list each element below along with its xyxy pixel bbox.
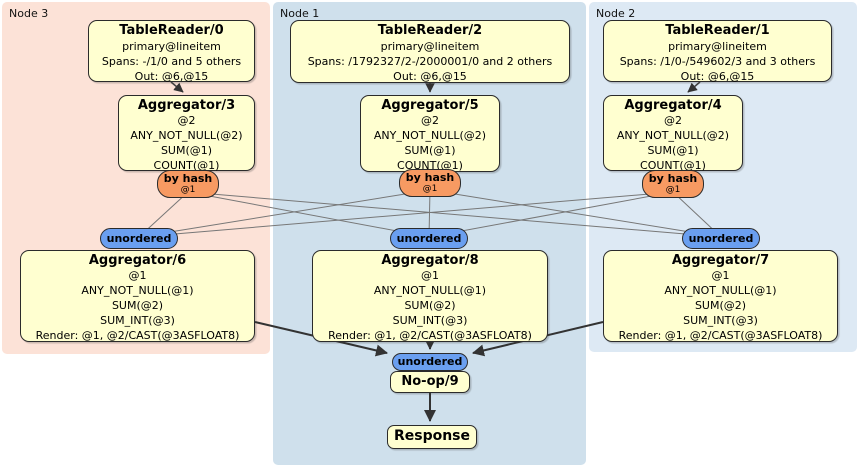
router-by-hash-column: @1	[665, 185, 681, 195]
processor-detail: Spans: /1792327/2-/2000001/0 and 2 other…	[307, 55, 553, 68]
processor-aggregator-5: Aggregator/5 @2 ANY_NOT_NULL(@2) SUM(@1)…	[360, 95, 500, 172]
processor-detail: Out: @6,@15	[134, 70, 209, 83]
processor-detail: ANY_NOT_NULL(@1)	[81, 284, 194, 297]
processor-detail: @2	[177, 114, 196, 127]
sync-unordered: unordered	[100, 228, 178, 249]
router-by-hash: by hash @1	[642, 170, 704, 198]
response-label: Response	[393, 428, 471, 444]
processor-detail: Spans: /1/0-/549602/3 and 3 others	[619, 55, 816, 68]
router-by-hash-label: by hash	[405, 171, 455, 184]
processor-title: Aggregator/5	[381, 98, 479, 113]
processor-detail: Out: @6,@15	[393, 70, 467, 83]
router-by-hash: by hash @1	[399, 169, 461, 197]
processor-detail: SUM(@1)	[404, 144, 456, 157]
router-by-hash-column: @1	[422, 184, 438, 194]
processor-detail: @1	[421, 269, 439, 282]
processor-title: No-op/9	[401, 374, 459, 389]
processor-aggregator-8: Aggregator/8 @1 ANY_NOT_NULL(@1) SUM(@2)…	[312, 250, 548, 342]
processor-detail: @1	[711, 269, 730, 282]
router-by-hash-label: by hash	[163, 172, 213, 185]
processor-aggregator-3: Aggregator/3 @2 ANY_NOT_NULL(@2) SUM(@1)…	[118, 95, 255, 172]
processor-title: Aggregator/8	[381, 253, 479, 268]
processor-detail: COUNT(@1)	[153, 159, 220, 172]
sync-unordered-label: unordered	[397, 355, 463, 368]
sync-unordered-label: unordered	[688, 232, 754, 245]
sync-unordered: unordered	[392, 353, 468, 371]
sync-unordered: unordered	[682, 228, 760, 249]
processor-title: Aggregator/3	[137, 98, 236, 113]
processor-detail: ANY_NOT_NULL(@1)	[373, 284, 487, 297]
processor-detail: Render: @1, @2/CAST(@3ASFLOAT8)	[328, 329, 532, 342]
processor-detail: Render: @1, @2/CAST(@3ASFLOAT8)	[618, 329, 823, 342]
sync-unordered: unordered	[390, 228, 468, 249]
processor-title: Aggregator/4	[624, 98, 722, 113]
region-node1-label: Node 1	[280, 7, 320, 20]
processor-detail: SUM(@1)	[647, 144, 699, 157]
processor-detail: ANY_NOT_NULL(@2)	[373, 129, 487, 142]
processor-detail: SUM_INT(@3)	[392, 314, 468, 327]
response-node: Response	[387, 425, 477, 449]
processor-tablereader-2: TableReader/2 primary@lineitem Spans: /1…	[290, 20, 570, 83]
router-by-hash: by hash @1	[157, 170, 219, 198]
sync-unordered-label: unordered	[396, 232, 462, 245]
processor-detail: @1	[128, 269, 147, 282]
processor-aggregator-7: Aggregator/7 @1 ANY_NOT_NULL(@1) SUM(@2)…	[603, 250, 838, 342]
processor-detail: COUNT(@1)	[640, 159, 706, 172]
processor-detail: ANY_NOT_NULL(@1)	[664, 284, 777, 297]
processor-detail: primary@lineitem	[380, 40, 480, 53]
processor-detail: SUM(@2)	[111, 299, 164, 312]
processor-title: Aggregator/7	[671, 253, 770, 268]
processor-detail: SUM_INT(@3)	[100, 314, 175, 327]
processor-detail: SUM(@1)	[160, 144, 213, 157]
processor-detail: ANY_NOT_NULL(@2)	[616, 129, 730, 142]
processor-tablereader-1: TableReader/1 primary@lineitem Spans: /1…	[603, 20, 832, 83]
processor-title: TableReader/1	[665, 23, 770, 38]
processor-detail: SUM(@2)	[404, 299, 456, 312]
processor-title: Aggregator/6	[88, 253, 187, 268]
processor-detail: COUNT(@1)	[397, 159, 463, 172]
processor-detail: Out: @6,@15	[680, 70, 755, 83]
processor-detail: @2	[421, 114, 439, 127]
processor-tablereader-0: TableReader/0 primary@lineitem Spans: -/…	[88, 20, 255, 83]
processor-detail: ANY_NOT_NULL(@2)	[130, 129, 243, 142]
processor-detail: @2	[664, 114, 682, 127]
router-by-hash-column: @1	[180, 185, 196, 195]
processor-detail: SUM_INT(@3)	[683, 314, 758, 327]
tablereader-arrows	[170, 81, 701, 93]
processor-detail: Spans: -/1/0 and 5 others	[101, 55, 242, 68]
processor-detail: primary@lineitem	[122, 40, 221, 53]
region-node3-label: Node 3	[9, 7, 49, 20]
sync-unordered-label: unordered	[106, 232, 172, 245]
processor-detail: SUM(@2)	[694, 299, 747, 312]
processor-aggregator-6: Aggregator/6 @1 ANY_NOT_NULL(@1) SUM(@2)…	[20, 250, 255, 342]
processor-title: TableReader/2	[377, 23, 483, 38]
processor-detail: Render: @1, @2/CAST(@3ASFLOAT8)	[35, 329, 240, 342]
router-by-hash-label: by hash	[648, 172, 698, 185]
processor-detail: primary@lineitem	[668, 40, 767, 53]
processor-title: TableReader/0	[119, 23, 224, 38]
processor-noop-9: No-op/9	[390, 371, 470, 393]
processor-aggregator-4: Aggregator/4 @2 ANY_NOT_NULL(@2) SUM(@1)…	[603, 95, 743, 172]
region-node2-label: Node 2	[596, 7, 636, 20]
